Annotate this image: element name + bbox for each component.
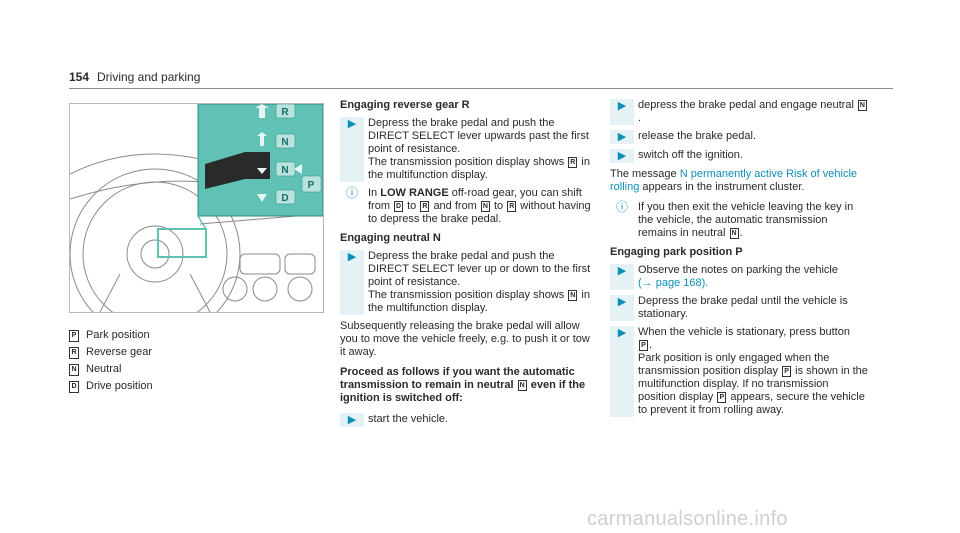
step-arrow-icon: ▶ <box>347 414 357 426</box>
paragraph: Subsequently releasing the brake pedal w… <box>340 320 590 358</box>
label-n1: N <box>281 137 288 148</box>
step-arrow-icon: ▶ <box>617 327 627 339</box>
key-n-icon: N <box>517 379 527 391</box>
note: ⓘ If you then exit the vehicle leaving t… <box>610 201 868 240</box>
step-text: Depress the brake pedal until the vehicl… <box>638 295 848 320</box>
key-r-icon: R <box>507 200 517 212</box>
column-right: ▶ depress the brake pedal and engage neu… <box>610 99 868 422</box>
step-text: Observe the notes on parking the vehicle <box>638 264 838 276</box>
key-p-icon: P <box>782 365 792 377</box>
instruction-step: ▶ Observe the notes on parking the vehic… <box>610 264 868 290</box>
label-n2: N <box>281 165 288 176</box>
instruction-step: ▶ Depress the brake pedal until the vehi… <box>610 295 868 321</box>
key-n-icon: N <box>729 227 739 239</box>
instruction-step: ▶ start the vehicle. <box>340 413 598 427</box>
page-number: 154 <box>69 70 90 84</box>
step-text: Depress the brake pedal and push the DIR… <box>368 250 591 288</box>
step-text: The transmission position display shows <box>368 156 565 168</box>
step-text: start the vehicle. <box>368 413 449 425</box>
key-n-icon: N <box>69 363 79 376</box>
column-middle: Engaging reverse gear R ▶ Depress the br… <box>340 99 598 432</box>
figure-legend: P Park position R Reverse gear N Neutral… <box>69 327 319 395</box>
step-text: Depress the brake pedal and push the DIR… <box>368 117 589 155</box>
step-arrow-icon: ▶ <box>347 118 357 130</box>
key-p-icon: P <box>717 391 727 403</box>
heading-text: Proceed as follows if you want the autom… <box>340 366 575 391</box>
step-text: in the multifunction display. <box>368 289 590 314</box>
label-p: P <box>308 180 315 191</box>
heading-proceed: Proceed as follows if you want the autom… <box>340 366 598 405</box>
step-text: The transmission position display shows <box>368 289 565 301</box>
note-text: In <box>368 187 378 199</box>
step-arrow-icon: ▶ <box>617 296 627 308</box>
step-text: depress the brake pedal and engage neutr… <box>638 99 854 111</box>
legend-item: R Reverse gear <box>69 344 319 361</box>
key-p-icon: P <box>69 329 79 342</box>
step-text: is shown in the multifunction display. I… <box>638 365 868 403</box>
step-text: in the multifunction display. <box>368 156 590 181</box>
step-arrow-icon: ▶ <box>347 251 357 263</box>
paragraph-text: appears in the instrument cluster. <box>642 181 805 193</box>
page-header: 154 Driving and parking <box>69 70 893 89</box>
key-r-icon: R <box>420 200 430 212</box>
note-text: to <box>407 200 417 212</box>
heading-park: Engaging park position P <box>610 246 743 258</box>
note-text: off-road gear, you can shift from <box>368 187 582 212</box>
key-n-icon: N <box>480 200 490 212</box>
legend-text: Park position <box>86 329 150 341</box>
key-n-icon: N <box>857 99 867 111</box>
info-icon: ⓘ <box>615 200 628 214</box>
legend-text: Reverse gear <box>86 346 153 358</box>
note-text: to <box>493 200 504 212</box>
key-d-icon: D <box>394 200 404 212</box>
label-r: R <box>281 107 289 118</box>
note: ⓘ In LOW RANGE off-road gear, you can sh… <box>340 187 598 226</box>
legend-item: P Park position <box>69 327 319 344</box>
step-text: Park position is only engaged when the t… <box>638 352 830 377</box>
key-r-icon: R <box>568 156 578 168</box>
key-r-icon: R <box>69 346 79 359</box>
page-reference-link[interactable]: (→ page 168). <box>638 277 709 289</box>
note-text: If you then exit the vehicle leaving the… <box>638 201 854 239</box>
heading-neutral: Engaging neutral N <box>340 232 441 244</box>
legend-text: Neutral <box>86 363 122 375</box>
note-text: without having to depress the brake peda… <box>368 200 591 225</box>
info-icon: ⓘ <box>345 186 358 200</box>
lever-highlight-box <box>157 228 207 258</box>
label-d: D <box>281 193 288 204</box>
instruction-step: ▶ release the brake pedal. <box>610 130 868 144</box>
display-message-link[interactable]: N permanently active Risk of vehicle rol… <box>610 168 858 193</box>
paragraph-text: The message <box>610 168 677 180</box>
instruction-step: ▶ Depress the brake pedal and push the D… <box>340 117 598 182</box>
instruction-step: ▶ depress the brake pedal and engage neu… <box>610 99 868 125</box>
legend-item: N Neutral <box>69 361 319 378</box>
paragraph: The message N permanently active Risk of… <box>610 168 868 194</box>
instruction-step: ▶ When the vehicle is stationary, press … <box>610 326 868 417</box>
heading-reverse: Engaging reverse gear R <box>340 99 470 111</box>
legend-text: Drive position <box>86 380 153 392</box>
step-text: switch off the ignition. <box>638 149 743 161</box>
step-arrow-icon: ▶ <box>617 131 627 143</box>
legend-item: D Drive position <box>69 378 319 395</box>
key-p-icon: P <box>639 339 648 351</box>
step-arrow-icon: ▶ <box>617 150 627 162</box>
note-bold: LOW RANGE <box>380 187 449 199</box>
watermark: carmanualsonline.info <box>587 508 788 530</box>
step-arrow-icon: ▶ <box>617 265 627 277</box>
key-n-icon: N <box>568 289 578 301</box>
step-text: release the brake pedal. <box>638 130 757 142</box>
note-text: and from <box>433 200 477 212</box>
step-arrow-icon: ▶ <box>617 100 627 112</box>
step-text: appears, secure the vehicle to prevent i… <box>638 391 865 416</box>
instruction-step: ▶ Depress the brake pedal and push the D… <box>340 250 598 315</box>
heading-text: even if the ignition is switched off: <box>340 379 586 404</box>
instruction-step: ▶ switch off the ignition. <box>610 149 868 163</box>
step-text: When the vehicle is stationary, press bu… <box>638 326 850 338</box>
cockpit-drawing: R N N D P <box>70 104 323 312</box>
lever-shape <box>205 152 270 189</box>
lever-illustration: R N N D P <box>69 103 324 313</box>
section-title: Driving and parking <box>97 70 201 84</box>
key-d-icon: D <box>69 380 79 393</box>
